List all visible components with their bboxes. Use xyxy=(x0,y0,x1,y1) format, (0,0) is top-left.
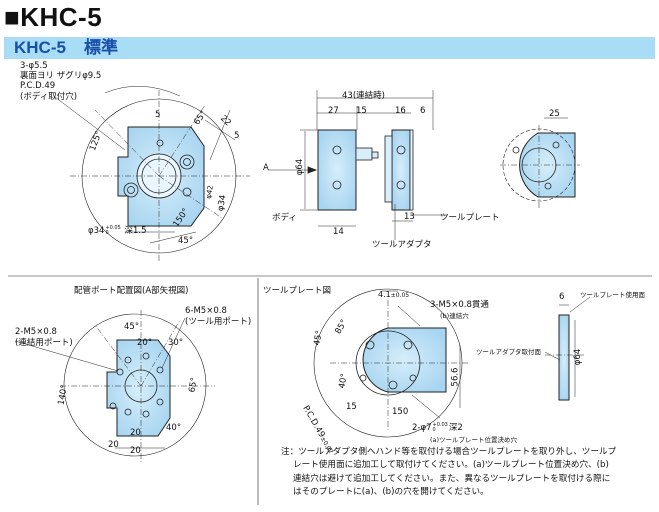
callout-line: 裏面ヨリ ザグリφ9.5 xyxy=(20,71,102,82)
dim-label: 20 xyxy=(130,446,141,456)
model-name: KHC-5 xyxy=(14,38,66,57)
caution-note: 注：ツールアダプタ側へハンド等を取付ける場合ツールプレートを取り外し、ツールプ … xyxy=(281,446,653,500)
dim-label: 5 xyxy=(155,110,161,120)
tool-plate-view xyxy=(313,288,470,438)
tool-plate-view-title: ツールプレート図 xyxy=(263,286,332,296)
tol-lower: 0 xyxy=(432,426,436,433)
dim-label: φ64 xyxy=(573,348,584,366)
dim-label: 40° xyxy=(166,423,182,433)
dim-value: 2-φ7 xyxy=(412,423,432,433)
plate-face-label: ツールプレート使用面 xyxy=(580,291,645,299)
dim-label: 14 xyxy=(333,227,344,237)
variant-name: 標準 xyxy=(83,38,118,57)
dim-label: 20° xyxy=(137,338,153,348)
port-layout-view xyxy=(14,310,215,462)
adapter-face-label: ツールアダプタ取付面 xyxy=(476,348,541,356)
dim-label: 30° xyxy=(168,338,184,348)
tol-upper: +0.05 xyxy=(105,224,121,231)
tol-upper: +0.03 xyxy=(432,421,448,428)
dim-label: 45° xyxy=(124,322,140,332)
dim-label: φ64 xyxy=(295,158,306,176)
label-line: (ツール用ポート) xyxy=(185,316,252,327)
tool-plate-label: ツールプレート xyxy=(440,213,500,223)
section-title: KHC-5 標準 xyxy=(14,38,118,58)
dim-label: 16 xyxy=(395,106,406,116)
tool-plate-side xyxy=(544,296,591,401)
note-line: 注：ツールアダプタ側へハンド等を取付ける場合ツールプレートを取り外し、ツールプ xyxy=(281,447,617,457)
tol-lower: 0 xyxy=(105,229,109,236)
note-line: レート使用面に追加工して取付けてください。(a)ツールプレート位置決め穴、(b) xyxy=(293,460,609,471)
dim-label: 15 xyxy=(346,402,357,412)
depth-value: 深2 xyxy=(448,423,463,433)
depth-value: 深1.5 xyxy=(124,226,147,236)
dim-label: 13 xyxy=(404,212,415,222)
view-arrow-label: A xyxy=(263,163,269,173)
dim-value: 4.1 xyxy=(378,290,391,299)
label-line: (連結用ポート) xyxy=(15,337,73,348)
port-view-title: 配管ポート配置図(A部矢視図) xyxy=(74,286,189,296)
tool-port-label: 6-M5×0.8 (ツール用ポート) xyxy=(185,306,251,327)
dim-label: 20 xyxy=(108,440,119,450)
label-line: 2-M5×0.8 xyxy=(15,327,57,337)
dim-label: 6 xyxy=(420,106,426,116)
page-title: ■KHC-5 xyxy=(4,2,103,32)
callout-line: (ボディ取付穴) xyxy=(20,91,78,102)
callout-line: P.C.D.49 xyxy=(20,81,56,92)
dim-label: 25 xyxy=(549,109,560,119)
mounting-hole-callout: 3-φ5.5 裏面ヨリ ザグリφ9.5 P.C.D.49 (ボディ取付穴) xyxy=(20,61,101,102)
dim-label: 45° xyxy=(178,236,194,246)
tool-adapter-label: ツールアダプタ xyxy=(372,240,432,250)
dim-label: 4.1±0.05 xyxy=(378,290,409,299)
body-label: ボディ xyxy=(272,213,297,223)
main-front-view xyxy=(54,85,250,262)
tool-side-view xyxy=(500,117,580,210)
dim-label: 5 xyxy=(234,131,240,141)
dim-value: φ34 xyxy=(88,226,105,236)
dim-label: 20 xyxy=(130,428,141,438)
dim-label: 150 xyxy=(392,407,409,417)
through-hole-label: 3-M5×0.8貫通 xyxy=(430,300,489,310)
side-view xyxy=(268,90,448,240)
dim-label: 27 xyxy=(328,106,339,116)
locating-hole-note: (a)ツールプレート位置決め穴 xyxy=(430,436,518,444)
label-line: 6-M5×0.8 xyxy=(185,306,227,316)
dim-tol: ±0.05 xyxy=(390,292,410,299)
note-line: はそのプレートに(a)、(b)の穴を開けてください。 xyxy=(293,487,489,498)
callout-line: 3-φ5.5 xyxy=(20,61,48,71)
note-line: 連結穴は避けて追加工してください。また、異なるツールプレートを取付ける際に xyxy=(293,473,611,484)
dim-label: 15 xyxy=(356,106,367,116)
coupling-hole-label: (b)連結穴 xyxy=(440,312,469,320)
coupling-port-label: 2-M5×0.8 (連結用ポート) xyxy=(15,327,73,348)
dim-label: 6 xyxy=(559,292,565,302)
dim-label: 43(連結時) xyxy=(342,91,385,101)
section-band: KHC-5 標準 xyxy=(4,37,655,59)
dim-label: 56.6 xyxy=(450,367,461,387)
